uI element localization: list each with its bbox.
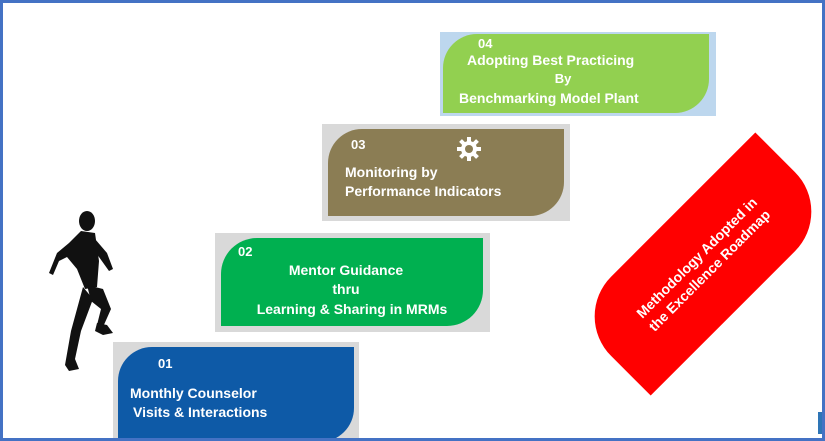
step-line: By <box>554 71 572 86</box>
step-number: 04 <box>478 36 493 51</box>
step-line: Adopting Best Practicing <box>467 52 635 68</box>
edge-marker <box>818 412 822 434</box>
step-line: Benchmarking Model Plant <box>459 90 639 106</box>
step-line: Performance Indicators <box>345 183 502 199</box>
runner-silhouette-icon <box>49 211 113 371</box>
step-04: 04 Adopting Best Practicing By Benchmark… <box>440 32 716 116</box>
step-number: 02 <box>238 244 253 259</box>
step-03: 03 Monitoring by Performance Indicators <box>322 124 570 221</box>
step-line: Monitoring by <box>345 164 438 180</box>
step-04-card: 04 Adopting Best Practicing By Benchmark… <box>443 34 709 113</box>
step-number: 01 <box>158 356 173 371</box>
step-01: 01 Monthly Counselor Visits & Interactio… <box>113 342 359 438</box>
step-line: thru <box>332 281 360 297</box>
banner-line: the Excellence Roadmap <box>645 206 774 335</box>
step-line: Learning & Sharing in MRMs <box>256 301 448 317</box>
step-line: Mentor Guidance <box>288 262 404 278</box>
banner-line: Methodology Adopted in <box>633 194 761 322</box>
step-02: 02 Mentor Guidance thru Learning & Shari… <box>215 233 490 332</box>
gear-icon <box>457 137 481 161</box>
step-01-card: 01 Monthly Counselor Visits & Interactio… <box>118 347 354 438</box>
step-03-card: 03 Monitoring by Performance Indicators <box>328 129 564 216</box>
step-number: 03 <box>351 137 366 152</box>
methodology-banner: Methodology Adopted in the Excellence Ro… <box>571 132 822 396</box>
step-line: Monthly Counselor <box>130 385 257 401</box>
step-line: Visits & Interactions <box>133 404 268 420</box>
step-02-card: 02 Mentor Guidance thru Learning & Shari… <box>221 238 483 326</box>
